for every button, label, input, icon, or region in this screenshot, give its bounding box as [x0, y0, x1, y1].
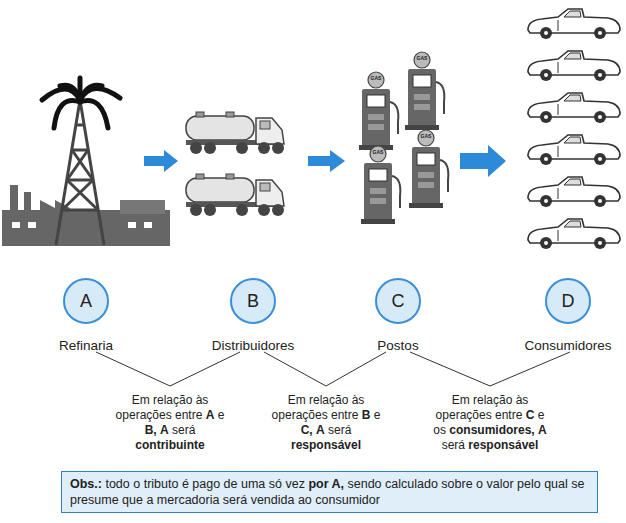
stage-name: Distribuidores	[183, 338, 323, 353]
note-box: Obs.: todo o tributo é pago de uma só ve…	[61, 471, 598, 513]
relation-note: Em relação às operações entre A e B, A s…	[110, 393, 230, 453]
note-text: A	[160, 423, 169, 437]
note-text: responsável	[468, 438, 538, 452]
note-text: A	[206, 408, 215, 422]
note-text: Em relação às operações entre	[116, 393, 209, 422]
pump-label: GAS	[414, 56, 430, 61]
stage-circle: D	[545, 278, 591, 324]
note-text: B,	[145, 423, 157, 437]
note-text: Em relação às operações entre	[272, 393, 365, 422]
note-text: C,	[301, 423, 313, 437]
stage-name: Consumidores	[498, 338, 626, 353]
note-text: Em relação às operações entre	[436, 393, 529, 422]
note-text: e	[374, 408, 381, 422]
stage-node: B Distribuidores	[183, 278, 323, 353]
stage-circle: B	[230, 278, 276, 324]
note-text: consumidores,	[449, 423, 534, 437]
note-text: contribuinte	[135, 438, 204, 452]
stage-letter: B	[247, 291, 259, 312]
stage-node: A Refinaria	[16, 278, 156, 353]
stage-letter: C	[392, 291, 405, 312]
stage-letter: D	[562, 291, 575, 312]
note-text: A	[538, 423, 547, 437]
note-text: Obs.:	[70, 477, 102, 491]
stage-circle: A	[63, 278, 109, 324]
stage-letter: A	[80, 291, 92, 312]
note-text: por A,	[308, 477, 344, 491]
note-text: responsável	[291, 438, 361, 452]
note-text: A	[316, 423, 325, 437]
pump-label: GAS	[368, 76, 384, 81]
stage-name: Refinaria	[16, 338, 156, 353]
relation-note: Em relação às operações entre B e C, A s…	[270, 393, 382, 453]
stage-name: Postos	[328, 338, 468, 353]
stage-node: C Postos	[328, 278, 468, 353]
note-text: será	[172, 423, 195, 437]
note-text: B	[362, 408, 371, 422]
note-text: será	[328, 423, 351, 437]
pump-label: GAS	[370, 150, 386, 155]
pump-label: GAS	[418, 134, 434, 139]
stage-node: D Consumidores	[498, 278, 626, 353]
note-text: e	[218, 408, 225, 422]
note-text: todo o tributo é pago de uma só vez	[105, 477, 304, 491]
relation-note: Em relação às operações entre C e os con…	[431, 393, 549, 453]
note-text: C	[526, 408, 535, 422]
note-text: será	[442, 438, 465, 452]
stage-circle: C	[375, 278, 421, 324]
